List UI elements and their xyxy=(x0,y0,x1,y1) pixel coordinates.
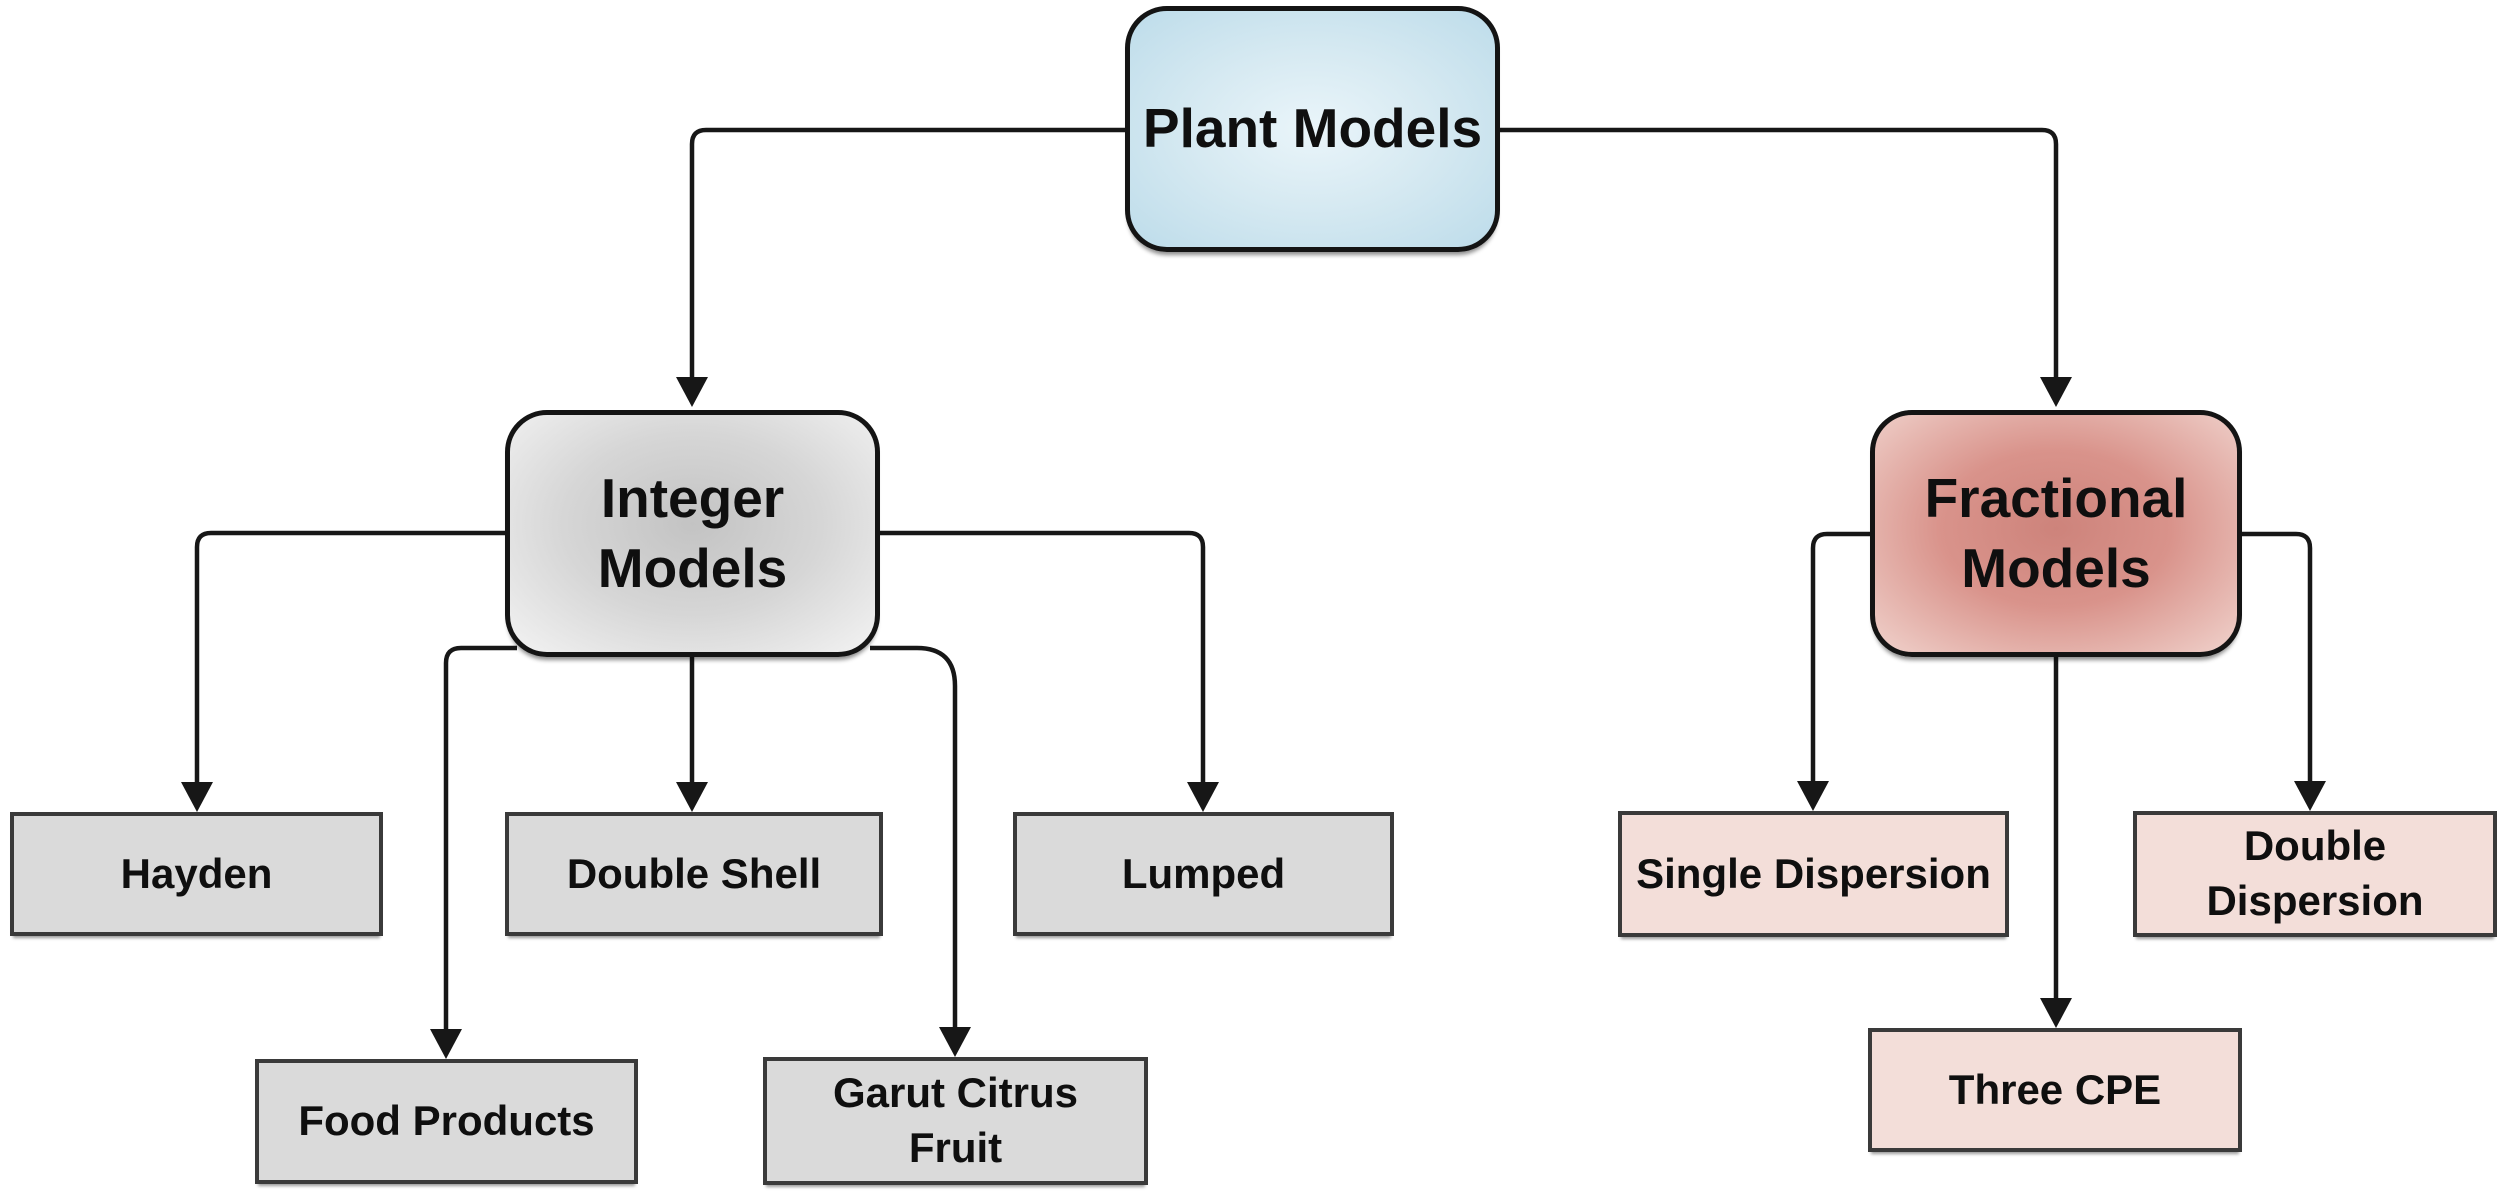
node-double-shell-label: Double Shell xyxy=(566,849,822,897)
node-hayden: Hayden xyxy=(10,812,383,936)
arrowhead-plant-to-fractional xyxy=(2040,377,2072,407)
edge-fractional-to-double-dispersion xyxy=(2242,531,2313,781)
edge-integer-to-garut xyxy=(870,645,958,1027)
node-fractional-models-label: Fractional Models xyxy=(1924,466,2188,599)
node-double-dispersion-label: Double Dispersion xyxy=(2206,822,2424,924)
arrowhead-integer-to-garut xyxy=(939,1027,971,1057)
node-garut-citrus-fruit: Garut Citrus Fruit xyxy=(763,1057,1148,1185)
node-integer-models: Integer Models xyxy=(505,410,880,657)
node-single-dispersion-label: Single Dispersion xyxy=(1636,849,1991,897)
arrowhead-integer-to-food-products xyxy=(430,1029,462,1059)
node-plant-models-label: Plant Models xyxy=(1142,97,1483,160)
arrowhead-fractional-to-single-dispersion xyxy=(1797,781,1829,811)
node-three-cpe: Three CPE xyxy=(1868,1028,2242,1152)
node-food-products: Food Products xyxy=(255,1059,638,1184)
node-hayden-label: Hayden xyxy=(120,849,273,897)
node-lumped-label: Lumped xyxy=(1121,849,1286,897)
arrowhead-fractional-to-double-dispersion xyxy=(2294,781,2326,811)
node-three-cpe-label: Three CPE xyxy=(1948,1065,2162,1113)
edge-fractional-to-single-dispersion xyxy=(1810,531,1872,781)
node-single-dispersion: Single Dispersion xyxy=(1618,811,2009,937)
edge-integer-to-food-products xyxy=(443,645,517,1029)
node-double-dispersion: Double Dispersion xyxy=(2133,811,2497,937)
node-integer-models-label: Integer Models xyxy=(597,466,788,599)
edge-integer-to-hayden xyxy=(194,530,505,782)
edge-integer-to-lumped xyxy=(877,530,1206,782)
node-lumped: Lumped xyxy=(1013,812,1394,936)
arrowhead-plant-to-integer xyxy=(676,377,708,407)
edge-plant-to-fractional xyxy=(1500,127,2059,377)
node-double-shell: Double Shell xyxy=(505,812,883,936)
node-food-products-label: Food Products xyxy=(298,1097,595,1145)
arrowhead-integer-to-double-shell xyxy=(676,782,708,812)
arrowhead-integer-to-lumped xyxy=(1187,782,1219,812)
edge-plant-to-integer xyxy=(689,127,1125,377)
node-garut-citrus-fruit-label: Garut Citrus Fruit xyxy=(832,1069,1079,1171)
arrowhead-integer-to-hayden xyxy=(181,782,213,812)
arrowhead-fractional-to-three-cpe xyxy=(2040,998,2072,1028)
node-plant-models: Plant Models xyxy=(1125,6,1500,252)
node-fractional-models: Fractional Models xyxy=(1870,410,2242,657)
